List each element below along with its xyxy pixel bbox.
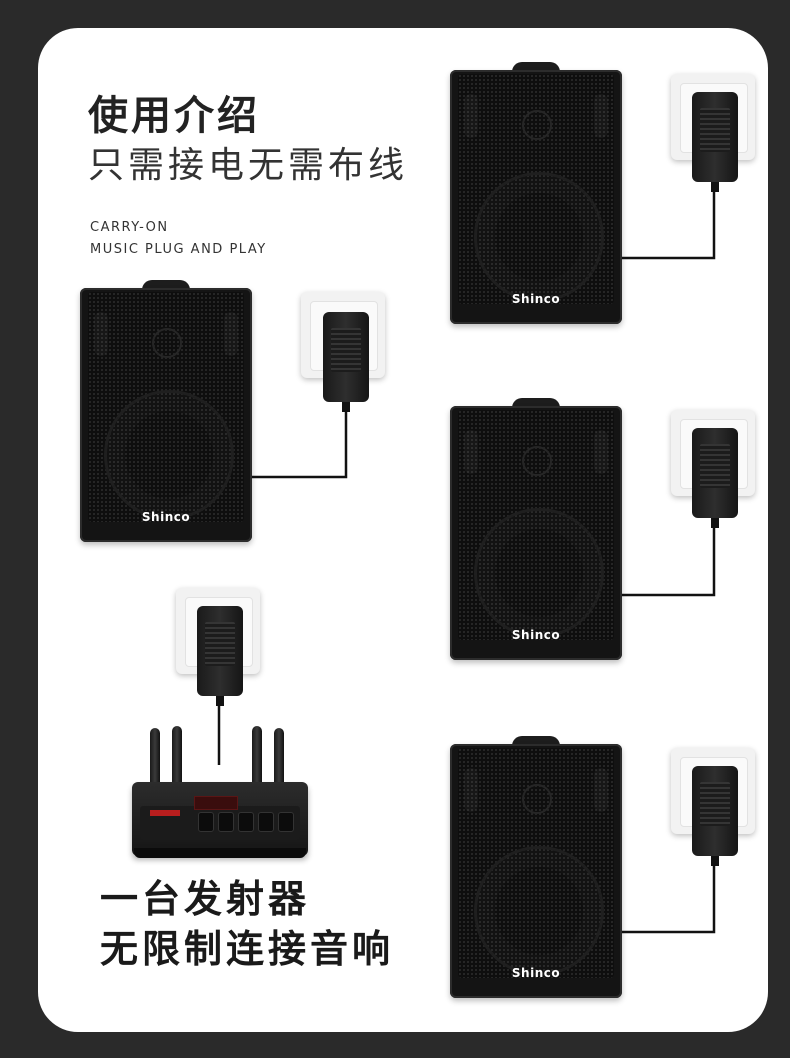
wall-speaker-icon: Shinco xyxy=(450,62,622,324)
english-tagline-2: MUSIC PLUG AND PLAY xyxy=(90,242,267,257)
cable-middle-speaker xyxy=(618,525,716,597)
wall-speaker-icon: Shinco xyxy=(450,398,622,660)
footer-line-2: 无限制连接音响 xyxy=(100,927,395,971)
cable-bottom-speaker xyxy=(618,862,716,934)
power-adapter-icon xyxy=(692,428,738,528)
speaker-brand-label: Shinco xyxy=(511,628,561,642)
cable-left-speaker xyxy=(248,410,348,479)
speaker-brand-label: Shinco xyxy=(141,510,191,524)
wall-speaker-icon: Shinco xyxy=(80,280,252,542)
speaker-brand-label: Shinco xyxy=(511,292,561,306)
wall-speaker-icon: Shinco xyxy=(450,736,622,998)
speaker-brand-label: Shinco xyxy=(511,966,561,980)
page-subtitle: 只需接电无需布线 xyxy=(88,145,409,186)
cable-top-speaker xyxy=(618,190,716,260)
footer-line-1: 一台发射器 xyxy=(100,877,311,921)
wireless-transmitter-icon xyxy=(132,720,308,860)
page-title: 使用介绍 xyxy=(88,93,260,139)
power-adapter-icon xyxy=(692,766,738,866)
power-adapter-icon xyxy=(323,312,369,412)
power-adapter-icon xyxy=(692,92,738,192)
power-adapter-icon xyxy=(197,606,243,706)
english-tagline-1: CARRY-ON xyxy=(90,220,169,235)
